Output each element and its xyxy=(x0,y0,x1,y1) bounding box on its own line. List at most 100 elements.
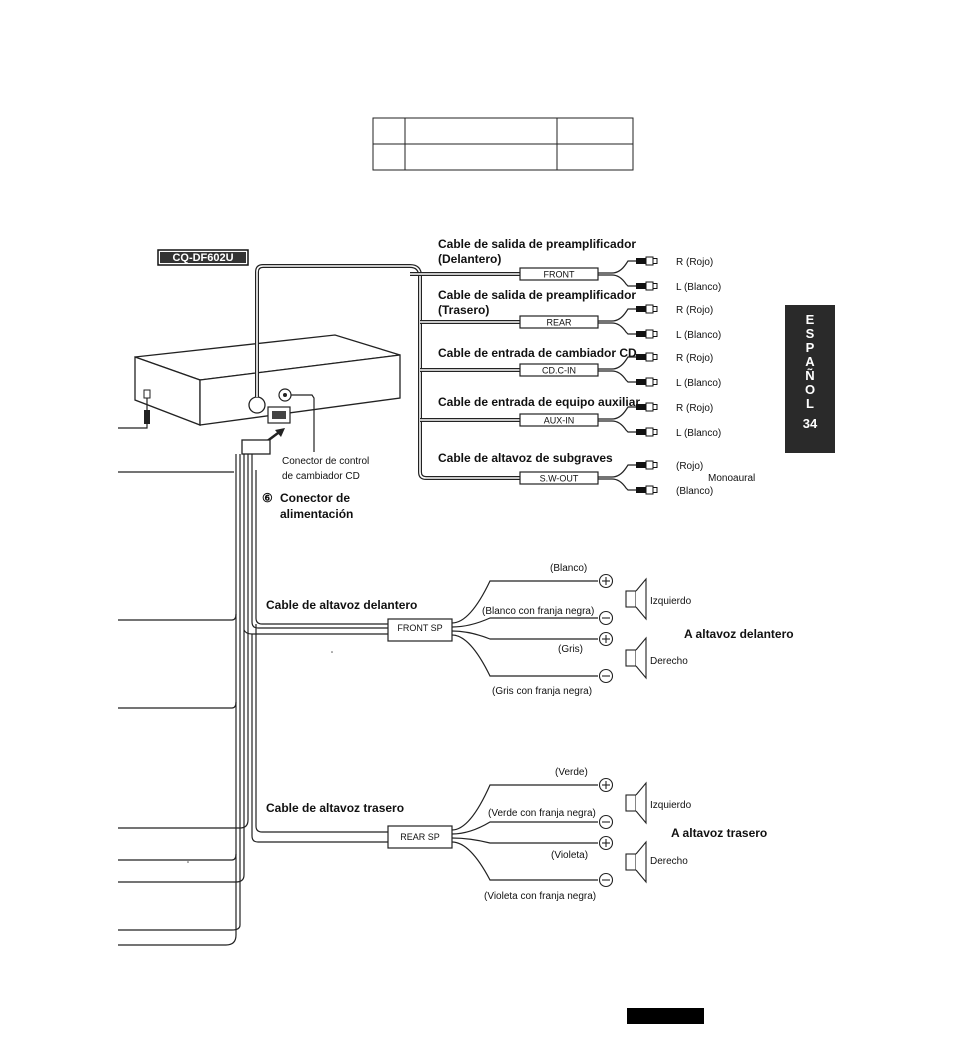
rca-box xyxy=(519,267,599,281)
power-harness xyxy=(118,454,388,946)
rca-label-r: (Rojo) xyxy=(676,461,703,472)
rca-harness xyxy=(255,264,520,480)
rca-plug-body xyxy=(636,354,646,360)
rca-plug-sleeve xyxy=(645,485,654,495)
rca-plug-tip xyxy=(652,487,658,493)
rca-label-l: (Blanco) xyxy=(676,486,713,497)
rca-group-heading: Cable de salida de preamplificador xyxy=(438,288,636,302)
rca-plug-sleeve xyxy=(645,304,654,314)
speaker-wire xyxy=(451,821,598,835)
rca-label-l: L (Blanco) xyxy=(676,330,721,341)
rca-label-r: R (Rojo) xyxy=(676,353,713,364)
rca-box xyxy=(519,471,599,485)
speaker-cone xyxy=(635,781,647,825)
head-unit xyxy=(118,334,401,455)
rear-wire-3-label: (Violeta) xyxy=(551,850,588,861)
speaker-icon xyxy=(625,794,637,812)
rca-plug-sleeve xyxy=(645,377,654,387)
rca-wire-l xyxy=(598,370,636,383)
rca-plug-tip xyxy=(652,283,658,289)
speaker-cone xyxy=(635,636,647,680)
rca-plug-tip xyxy=(652,331,658,337)
speaker-icon xyxy=(625,853,637,871)
rca-box xyxy=(519,413,599,427)
rca-wire-r xyxy=(598,260,636,274)
front-target-label: A altavoz delantero xyxy=(684,627,794,641)
rca-wire-l xyxy=(598,478,636,491)
front-sp-box-label: FRONT SP xyxy=(397,623,442,633)
front-speaker-group xyxy=(387,573,647,684)
rca-plug-sleeve xyxy=(645,281,654,291)
power-connector-label-2: alimentación xyxy=(280,507,353,521)
model-badge: CQ-DF602U xyxy=(157,249,249,266)
rca-wire-r xyxy=(598,464,636,478)
rca-group-heading: Cable de entrada de cambiador CD xyxy=(438,346,637,360)
rca-wire-l xyxy=(598,322,636,335)
rca-groups: Cable de salida de preamplificador(Delan… xyxy=(438,237,755,497)
cd-control-label-1: Conector de control xyxy=(282,456,369,467)
speaker-icon xyxy=(625,590,637,608)
rca-group-heading: Cable de entrada de equipo auxiliar xyxy=(438,395,640,409)
rca-group: Cable de salida de preamplificador(Delan… xyxy=(438,237,721,293)
rca-plug-sleeve xyxy=(645,427,654,437)
rca-plug-body xyxy=(636,283,646,289)
rca-box-label: S.W-OUT xyxy=(540,474,579,484)
rca-group-heading: Cable de altavoz de subgraves xyxy=(438,451,613,465)
speaker-wire xyxy=(451,617,598,628)
rca-wire-r xyxy=(598,356,636,370)
rca-label-l: L (Blanco) xyxy=(676,428,721,439)
language-tab-letter: L xyxy=(806,396,814,411)
rca-label-r: R (Rojo) xyxy=(676,257,713,268)
rca-plug-tip xyxy=(652,258,658,264)
rear-wire-1-label: (Verde) xyxy=(555,767,588,778)
language-tab-letter: P xyxy=(805,340,815,355)
rca-mono-label: Monoaural xyxy=(708,473,755,484)
language-tab-letter: Ñ xyxy=(805,368,815,383)
rca-box xyxy=(519,315,599,329)
rca-wire-l xyxy=(598,274,636,287)
speaker-wire xyxy=(451,837,598,844)
rca-group-subheading: (Trasero) xyxy=(438,303,489,317)
front-speaker-heading: Cable de altavoz delantero xyxy=(266,598,417,612)
rear-speaker-heading: Cable de altavoz trasero xyxy=(266,801,404,815)
rca-box-label: FRONT xyxy=(544,270,575,280)
rca-label-l: L (Blanco) xyxy=(676,282,721,293)
rca-plug-body xyxy=(636,331,646,337)
rca-plug-body xyxy=(636,379,646,385)
rca-plug-tip xyxy=(652,354,658,360)
speaker-wire xyxy=(451,784,598,831)
rca-plug-body xyxy=(636,258,646,264)
speaker-icon xyxy=(625,649,637,667)
rca-box-label: CD.C-IN xyxy=(542,366,576,376)
speaker-junction-box xyxy=(387,825,453,849)
front-right-label: Derecho xyxy=(650,656,688,667)
rear-speaker-group xyxy=(387,777,647,888)
speaker-wire xyxy=(451,841,598,881)
language-tab-letter: S xyxy=(805,326,815,341)
rca-label-r: R (Rojo) xyxy=(676,403,713,414)
rca-plug-body xyxy=(636,306,646,312)
rca-plug-body xyxy=(636,487,646,493)
rca-group: Cable de entrada de equipo auxiliarAUX-I… xyxy=(438,395,721,439)
front-wire-1-label: (Blanco) xyxy=(550,563,587,574)
rear-wire-2-label: (Verde con franja negra) xyxy=(488,808,596,819)
rca-plug-sleeve xyxy=(645,256,654,266)
rca-wire-l xyxy=(598,420,636,433)
front-left-label: Izquierdo xyxy=(650,596,692,607)
rca-box-label: AUX-IN xyxy=(544,416,575,426)
model-badge-text: CQ-DF602U xyxy=(172,252,233,264)
power-connector-number: ⑥ xyxy=(262,491,273,505)
rear-left-label: Izquierdo xyxy=(650,800,692,811)
language-tab-letter: O xyxy=(804,382,816,397)
rca-plug-sleeve xyxy=(645,460,654,470)
front-wire-3-label: (Gris) xyxy=(558,644,583,655)
rca-plug-tip xyxy=(652,379,658,385)
power-connector-label-1: Conector de xyxy=(280,491,350,505)
rca-plug-tip xyxy=(652,429,658,435)
front-wire-4-label: (Gris con franja negra) xyxy=(492,686,592,697)
speaker-cone xyxy=(635,840,647,884)
rca-box-label: REAR xyxy=(546,318,572,328)
rca-plug-tip xyxy=(652,462,658,468)
